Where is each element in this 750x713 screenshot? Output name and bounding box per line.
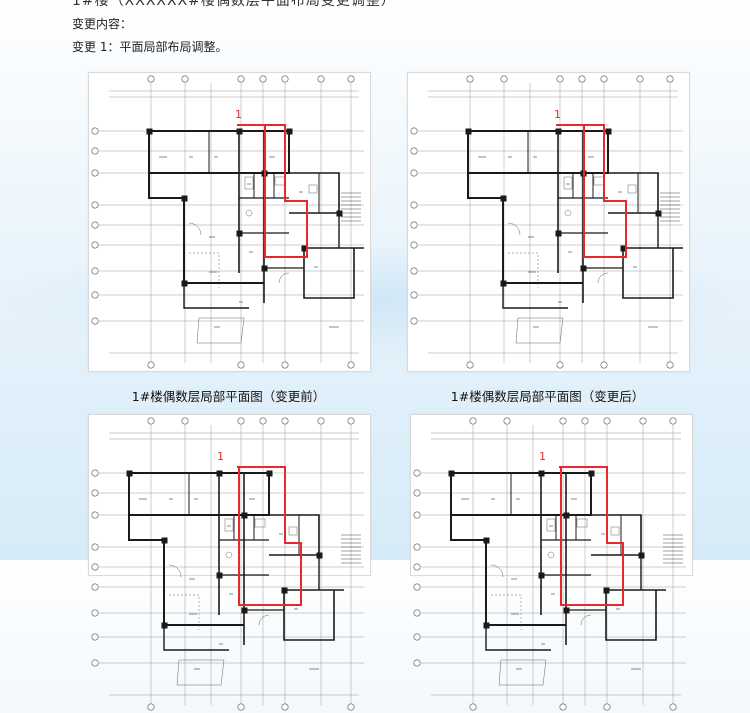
change-intro: 变更内容： <box>72 17 133 31</box>
plan-marker: 1 <box>217 450 224 463</box>
change-item-1: 变更 1：平面局部布局调整。 <box>72 40 228 54</box>
floor-plan-before: 1 <box>88 72 371 372</box>
plan-marker: 1 <box>235 108 242 121</box>
plan-marker: 1 <box>554 108 561 121</box>
floor-plan-lower-right: 1 <box>410 414 693 576</box>
floor-plan-lower-left: 1 <box>88 414 371 576</box>
caption-before: 1#楼偶数层局部平面图（变更前） <box>131 389 326 404</box>
floor-plan-after: 1 <box>407 72 690 372</box>
page-header-title: 1#楼（XXXXXX#楼偶数层平面布局变更调整） <box>72 0 396 9</box>
plan-marker: 1 <box>539 450 546 463</box>
caption-after: 1#楼偶数层局部平面图（变更后） <box>450 389 645 404</box>
